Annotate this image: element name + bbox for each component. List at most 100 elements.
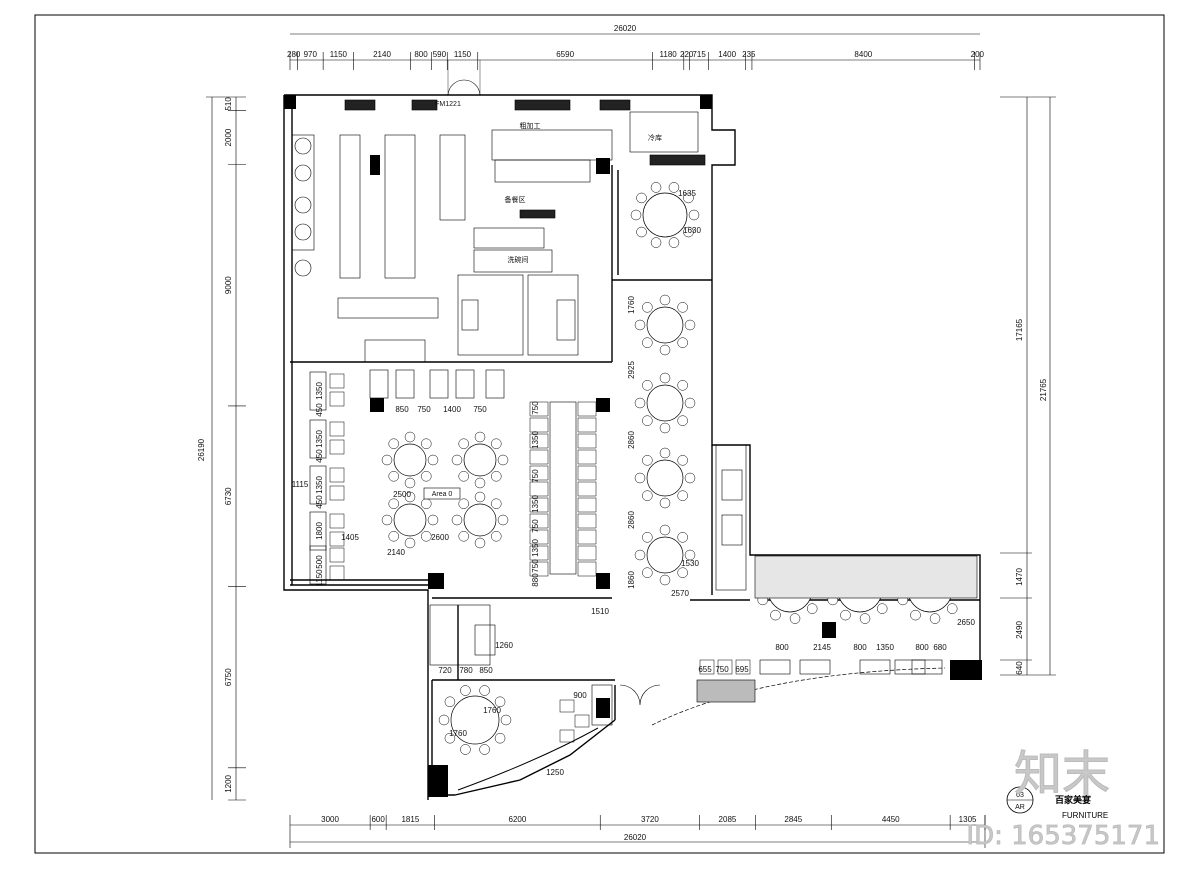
- bottom-dim-label: 1815: [401, 815, 419, 824]
- round-vert-dim: 2860: [627, 511, 636, 529]
- bottom-dim-label: 4450: [882, 815, 900, 824]
- left-dim-label: 1200: [224, 774, 233, 792]
- round-chair: [474, 477, 486, 489]
- round-chair: [668, 182, 680, 193]
- sheet-border: [34, 14, 1165, 854]
- round-chair: [659, 524, 671, 536]
- round-chair: [659, 574, 671, 586]
- mid-chair: [577, 545, 597, 561]
- mid-chair: [529, 465, 549, 481]
- booth-chair: [329, 565, 345, 581]
- round-chair: [479, 685, 490, 696]
- mid-chair: [577, 513, 597, 529]
- curved-storefront: [651, 667, 946, 726]
- mid-col-dim: 750: [531, 559, 540, 573]
- counter-chair: [717, 659, 733, 675]
- bottom-row-dim: 1350: [876, 643, 894, 652]
- round-chair: [659, 372, 671, 384]
- round-chair: [677, 532, 688, 543]
- round-chair: [421, 438, 432, 449]
- round-chair: [479, 744, 490, 755]
- bottom-table: [759, 659, 791, 675]
- misc-dim: 1405: [341, 533, 359, 542]
- side-chair: [574, 714, 590, 728]
- round-chair: [634, 397, 646, 409]
- kitchen-equipment: [291, 99, 756, 726]
- lower-left-dim: 850: [479, 666, 493, 675]
- top-dimension-chain: [290, 33, 980, 61]
- round-chair: [497, 454, 509, 466]
- booth-table: [309, 419, 327, 459]
- round-chair: [458, 471, 469, 482]
- lower-left-dim: 780: [459, 666, 473, 675]
- round-table: [463, 503, 497, 537]
- booth-table: [309, 511, 327, 551]
- mid-chair: [529, 449, 549, 465]
- round-chair: [630, 209, 642, 221]
- structural-columns: [284, 95, 982, 797]
- round-chair: [659, 422, 671, 434]
- misc-dim: 2650: [957, 618, 975, 627]
- top-dim-label: 220: [680, 50, 694, 59]
- round-chair: [491, 531, 502, 542]
- round-chair: [683, 226, 694, 238]
- round-table: [450, 695, 500, 745]
- round-chair: [642, 567, 653, 578]
- right-dimension-chain: [1000, 96, 1056, 676]
- bottom-dim-label: 2085: [719, 815, 737, 824]
- top-dim-label: 800: [414, 50, 428, 59]
- left-dim-label: 6750: [224, 668, 233, 686]
- round-chair: [388, 498, 399, 509]
- round-chair: [458, 438, 469, 449]
- round-chair: [491, 438, 502, 449]
- booth-dim: 1350: [315, 382, 324, 400]
- round-chair: [642, 380, 653, 391]
- booth-chair: [329, 421, 345, 437]
- top-dim-label: 1150: [330, 50, 348, 59]
- round-chair: [427, 514, 439, 526]
- bottom-row-dim: 2145: [813, 643, 831, 652]
- mid-chair: [577, 561, 597, 577]
- round-chair: [444, 732, 456, 744]
- round-chair: [659, 447, 671, 459]
- square-table: [369, 369, 389, 399]
- room-label-prep: 粗加工: [520, 121, 541, 130]
- right-dim-17165: 17165: [1015, 318, 1024, 341]
- square-table: [395, 369, 415, 399]
- left-total-dim: 26190: [197, 438, 206, 461]
- round-chair: [634, 472, 646, 484]
- bottom-table: [859, 659, 891, 675]
- bottom-dim-label: 3720: [641, 815, 659, 824]
- round-chair: [650, 182, 662, 193]
- misc-dim: 1510: [591, 607, 609, 616]
- round-chair: [642, 302, 653, 313]
- round-chair: [388, 471, 399, 482]
- left-dim-label: 6730: [224, 487, 233, 505]
- round-chair: [688, 209, 700, 221]
- round-chair: [421, 531, 432, 542]
- round-table: [646, 536, 684, 574]
- bottom-row-tables: [559, 659, 943, 743]
- bottom-row-dim: 695: [735, 665, 749, 674]
- mid-chair: [529, 433, 549, 449]
- top-dim-label: 715: [692, 50, 706, 59]
- round-chair: [636, 192, 647, 204]
- row-dim: 750: [417, 405, 431, 414]
- top-dim-label: 8400: [854, 50, 872, 59]
- watermark-id: ID: 165375171: [966, 821, 1160, 851]
- booth-dim: 1350: [315, 430, 324, 448]
- mid-chair: [529, 529, 549, 545]
- round-chair: [684, 397, 696, 409]
- round-vert-dim: 1760: [627, 296, 636, 314]
- mid-chair: [529, 481, 549, 497]
- left-dim-label: 2000: [224, 128, 233, 146]
- round-chair: [642, 455, 653, 466]
- lower-left-dim: 720: [438, 666, 452, 675]
- mid-col-dim: 750: [531, 469, 540, 483]
- round-chair: [460, 744, 471, 755]
- bottom-row-dim: 750: [715, 665, 729, 674]
- mid-chair: [529, 417, 549, 433]
- curved-storefront-inner: [457, 727, 599, 791]
- mid-chair: [529, 401, 549, 417]
